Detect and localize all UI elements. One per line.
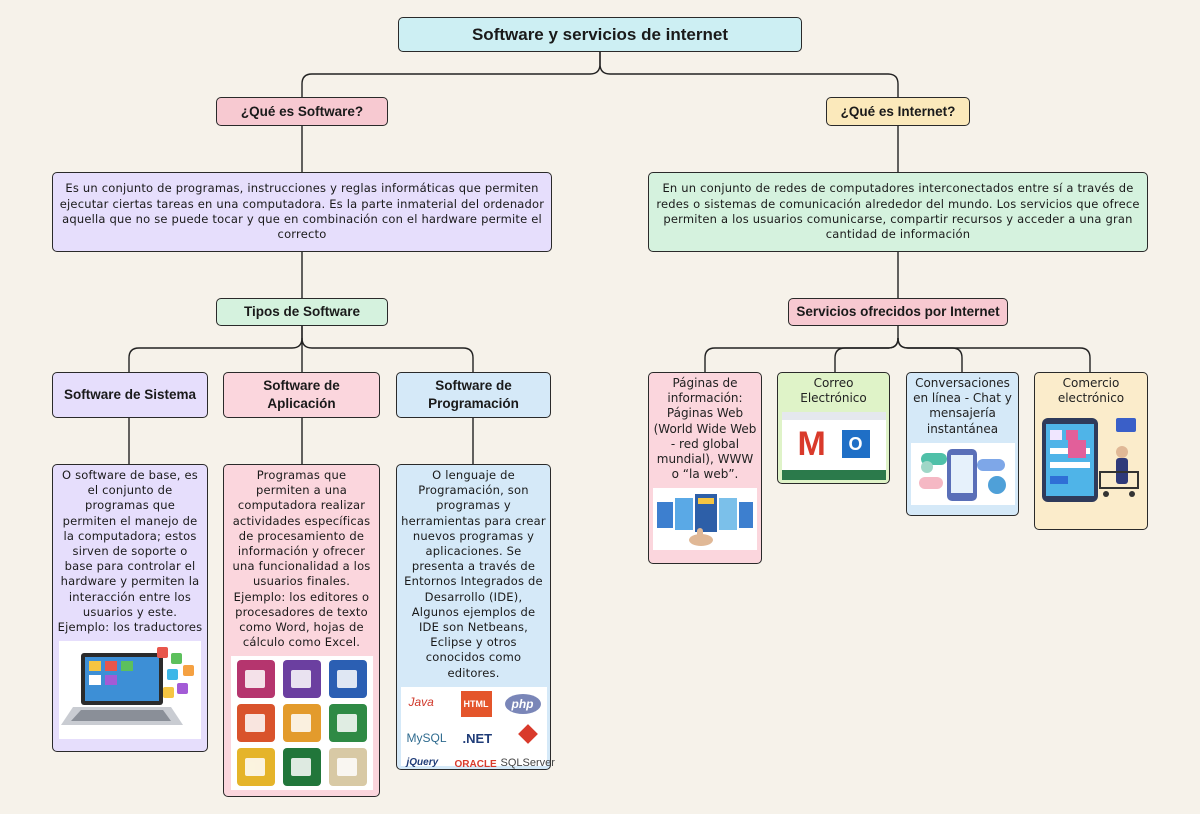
email-footer-bar — [781, 470, 886, 480]
php-logo: php — [504, 693, 541, 714]
software-question-text: ¿Qué es Software? — [240, 103, 364, 119]
application-software-name: Software de Aplicación — [263, 378, 340, 411]
outlook-badge: O — [841, 430, 870, 459]
ecommerce-icon — [1038, 412, 1144, 507]
system-software-card: O software de base, es el conjunto de pr… — [52, 464, 208, 752]
laptop-apps-icon — [59, 641, 201, 740]
internet-definition: En un conjunto de redes de computadores … — [648, 172, 1148, 252]
system-software-header: Software de Sistema — [52, 372, 208, 418]
service-email: Correo Electrónico M O — [777, 372, 890, 484]
software-types-label: Tipos de Software — [216, 298, 388, 326]
sql-server-badge — [517, 723, 538, 744]
application-software-description: Programas que permiten a una computadora… — [232, 468, 371, 650]
service-web-pages: Páginas de información: Páginas Web (Wor… — [648, 372, 762, 564]
web-pages-icon — [653, 488, 757, 551]
main-title: Software y servicios de internet — [398, 17, 802, 52]
software-definition-text: Es un conjunto de programas, instruccion… — [59, 181, 545, 242]
service-web-pages-text: Páginas de información: Páginas Web (Wor… — [653, 376, 757, 482]
internet-services-label-text: Servicios ofrecidos por Internet — [796, 304, 1000, 319]
programming-software-description: O lenguaje de Programación, son programa… — [401, 468, 546, 680]
oracle-logo: ORACLE — [454, 758, 497, 770]
service-ecommerce-text: Comercio electrónico — [1057, 376, 1125, 406]
system-software-description: O software de base, es el conjunto de pr… — [57, 468, 203, 635]
internet-services-label: Servicios ofrecidos por Internet — [788, 298, 1008, 326]
software-question: ¿Qué es Software? — [216, 97, 388, 126]
programming-software-name: Software de Programación — [428, 378, 519, 411]
mysql-logo: MySQL — [406, 730, 447, 745]
service-chat-text: Conversaciones en línea - Chat y mensaje… — [913, 376, 1012, 436]
system-software-name: Software de Sistema — [63, 387, 197, 402]
internet-definition-text: En un conjunto de redes de computadores … — [656, 181, 1140, 242]
main-title-text: Software y servicios de internet — [471, 24, 729, 44]
gmail-badge: M — [797, 425, 826, 464]
service-email-text: Correo Electrónico — [800, 376, 867, 406]
browser-bar — [781, 412, 886, 421]
email-icon: M O — [781, 412, 886, 480]
application-software-header: Software de Aplicación — [223, 372, 380, 418]
programming-software-header: Software de Programación — [396, 372, 551, 418]
application-software-card: Programas que permiten a una computadora… — [223, 464, 380, 797]
java-logo: Java — [408, 694, 434, 709]
software-definition: Es un conjunto de programas, instruccion… — [52, 172, 552, 252]
chat-icon — [910, 442, 1015, 505]
service-chat: Conversaciones en línea - Chat y mensaje… — [906, 372, 1019, 516]
service-ecommerce: Comercio electrónico — [1034, 372, 1148, 530]
sql-server-logo: SQLServer — [500, 756, 555, 769]
jquery-logo: jQuery — [406, 756, 439, 768]
internet-question-text: ¿Qué es Internet? — [840, 103, 956, 119]
office-apps-icon — [230, 656, 373, 791]
html-logo: HTML — [460, 690, 492, 717]
software-types-label-text: Tipos de Software — [243, 304, 361, 319]
programming-logos: Java HTML php MySQL .NET jQuery ORACLE S… — [400, 686, 555, 770]
dotnet-logo: .NET — [462, 730, 493, 746]
programming-software-card: O lenguaje de Programación, son programa… — [396, 464, 555, 770]
internet-question: ¿Qué es Internet? — [826, 97, 970, 126]
